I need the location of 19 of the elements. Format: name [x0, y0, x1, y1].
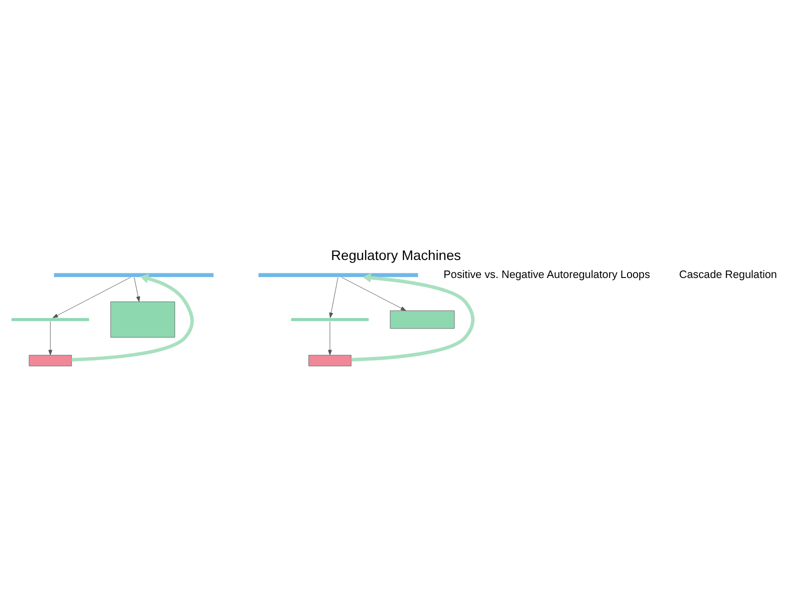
arrow	[48, 320, 52, 355]
arrow	[134, 276, 140, 302]
arrow	[52, 276, 131, 318]
node-bar	[290, 317, 370, 322]
node-box	[28, 354, 72, 366]
node-bar	[11, 317, 90, 322]
arrow	[329, 276, 338, 318]
node-bar	[54, 272, 214, 278]
node-bar	[258, 272, 419, 278]
node-box	[308, 354, 352, 366]
label: Cascade Regulation	[679, 268, 777, 280]
label: Positive vs. Negative Autoregulatory Loops	[444, 268, 650, 280]
arrow	[72, 273, 194, 361]
arrow	[351, 272, 475, 361]
arrow	[328, 320, 332, 355]
node-box	[390, 310, 455, 328]
node-box	[110, 301, 176, 338]
arrow	[341, 276, 406, 310]
diagram-title: Regulatory Machines	[331, 246, 461, 263]
